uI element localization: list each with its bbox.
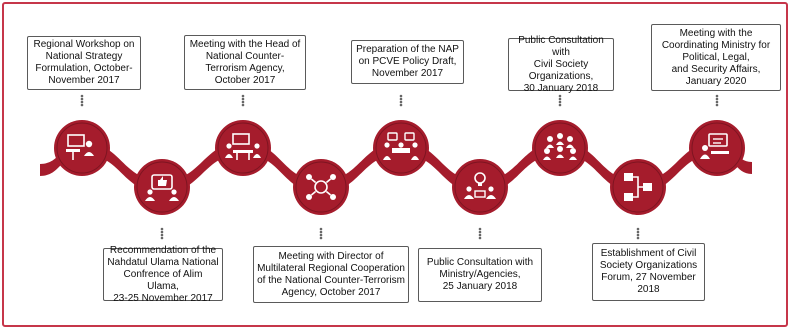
connector-dot (399, 103, 403, 107)
connector-dot (80, 97, 84, 101)
connector-dot (80, 100, 84, 104)
milestone-box-5: Preparation of the NAP on PCVE Policy Dr… (351, 40, 464, 84)
milestone-text-9: Meeting with the Coordinating Ministry f… (661, 27, 771, 87)
connector-dot (636, 236, 640, 240)
milestone-box-3: Meeting with the Head of National Counte… (184, 35, 306, 90)
community-group-icon (532, 120, 588, 176)
milestone-box-2: Recommendation of the Nahdatul Ulama Nat… (103, 245, 223, 304)
connector-dot (558, 103, 562, 107)
connector-dot (399, 100, 403, 104)
milestone-node (215, 120, 271, 176)
milestone-box-1: Regional Workshop on National Strategy F… (27, 36, 141, 90)
connector-dot (715, 97, 719, 101)
connector-dot (160, 227, 164, 231)
milestone-node (689, 120, 745, 176)
connector-dot (478, 227, 482, 231)
milestone-box-4: Meeting with Director of Multilateral Re… (253, 246, 409, 303)
milestone-node (452, 159, 508, 215)
organization-chart-icon (610, 159, 666, 215)
connector-dot (478, 233, 482, 237)
connector-dot (636, 230, 640, 234)
connector-dot (715, 94, 719, 98)
connector-dot (80, 103, 84, 107)
team-discussion-icon (373, 120, 429, 176)
connector-dot (241, 94, 245, 98)
connector-dot (478, 230, 482, 234)
connector-dot (160, 236, 164, 240)
milestone-text-5: Preparation of the NAP on PCVE Policy Dr… (356, 44, 459, 79)
milestone-box-8: Establishment of Civil Society Organizat… (592, 243, 705, 301)
milestone-text-4: Meeting with Director of Multilateral Re… (257, 250, 405, 298)
connector-dot (478, 236, 482, 240)
milestone-box-9: Meeting with the Coordinating Ministry f… (651, 24, 781, 91)
thumbs-up-meeting-icon (134, 159, 190, 215)
outer-frame (2, 2, 788, 327)
connector-dot (558, 100, 562, 104)
connector-dot (241, 97, 245, 101)
milestone-text-1: Regional Workshop on National Strategy F… (33, 39, 135, 86)
connector-dot (319, 233, 323, 237)
connector-dot (715, 103, 719, 107)
milestone-node (134, 159, 190, 215)
connector-dot (319, 236, 323, 240)
connector-dot (558, 94, 562, 98)
connector-dot (160, 230, 164, 234)
connector-dot (241, 100, 245, 104)
milestone-node (293, 159, 349, 215)
connector-dot (558, 97, 562, 101)
connector-dot (319, 230, 323, 234)
connector-dot (160, 233, 164, 237)
connector-dot (241, 103, 245, 107)
milestone-text-6: Public Consultation with Ministry/Agenci… (426, 257, 534, 292)
milestone-text-3: Meeting with the Head of National Counte… (189, 38, 301, 86)
milestone-box-6: Public Consultation with Ministry/Agenci… (418, 248, 542, 302)
connector-dot (636, 233, 640, 237)
milestone-text-8: Establishment of Civil Society Organizat… (599, 248, 698, 295)
security-briefing-icon (689, 120, 745, 176)
idea-consultation-icon (452, 159, 508, 215)
network-cooperation-icon (293, 159, 349, 215)
connector-dot (715, 100, 719, 104)
milestone-box-7: Public Consultation with Civil Society O… (508, 35, 614, 94)
connector-dot (399, 97, 403, 101)
workshop-presentation-icon (54, 120, 110, 176)
milestone-text-7: Public Consultation with Civil Society O… (518, 34, 604, 94)
milestone-node (54, 120, 110, 176)
connector-dot (636, 227, 640, 231)
connector-dot (399, 94, 403, 98)
conference-table-icon (215, 120, 271, 176)
connector-dot (319, 227, 323, 231)
connector-dot (80, 94, 84, 98)
milestone-text-2: Recommendation of the Nahdatul Ulama Nat… (107, 244, 219, 304)
